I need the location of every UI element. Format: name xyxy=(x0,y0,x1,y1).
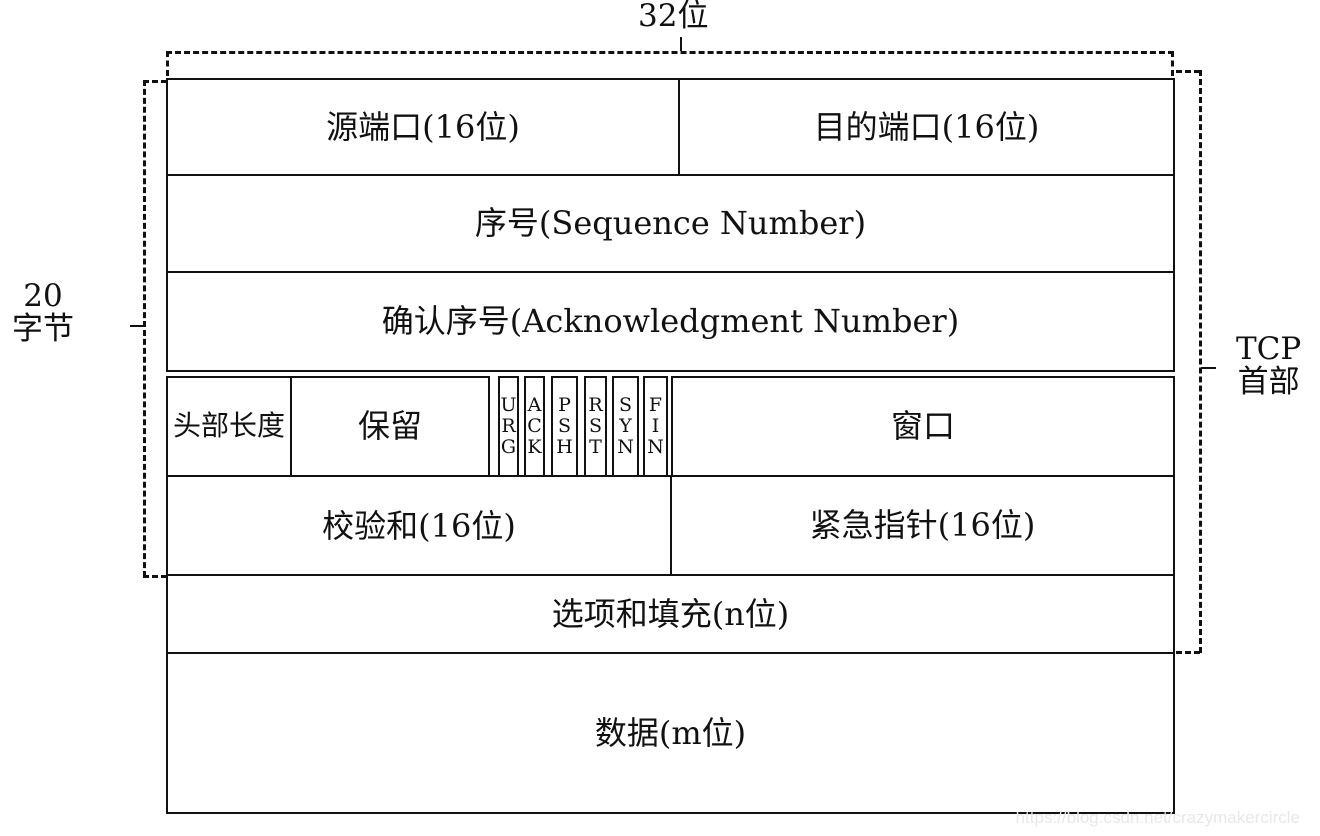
flag-ack-char-3: K xyxy=(527,436,542,459)
bits-label: 32位 xyxy=(638,0,709,34)
flag-rst-char-3: T xyxy=(589,436,602,459)
flag-ack-char-1: A xyxy=(527,393,542,416)
flag-urg-char-2: R xyxy=(501,414,516,437)
flag-fin-char-1: F xyxy=(648,393,663,416)
flag-urg: U R G xyxy=(498,376,519,477)
watermark: https://blog.csdn.net/crazymakercircle xyxy=(1015,808,1300,827)
tcp-bracket-bottom-end xyxy=(1176,651,1200,654)
flag-urg-char-1: U xyxy=(500,393,517,416)
header-length-field: 头部长度 xyxy=(166,376,292,477)
bytes-label: 20 字节 xyxy=(12,278,74,348)
sequence-number-field: 序号(Sequence Number) xyxy=(166,174,1175,273)
bits-bracket-left-end xyxy=(166,51,169,76)
bytes-bracket-top-end xyxy=(143,80,167,83)
flag-rst-char-2: S xyxy=(588,414,603,437)
tcp-header-label-line1: TCP xyxy=(1236,331,1302,367)
flag-ack-char-2: C xyxy=(527,414,542,437)
source-port-field: 源端口(16位) xyxy=(166,78,680,176)
flag-syn-char-3: N xyxy=(617,436,634,459)
flag-syn: S Y N xyxy=(612,376,639,477)
flag-syn-char-2: Y xyxy=(619,414,632,437)
flag-psh-char-2: S xyxy=(557,414,572,437)
bytes-bracket-tick xyxy=(130,325,143,327)
bytes-label-line2: 字节 xyxy=(12,311,74,348)
bits-bracket-right-end xyxy=(1171,51,1174,76)
flag-fin-char-3: N xyxy=(647,436,664,459)
bytes-bracket-line xyxy=(143,80,146,577)
reserved-field: 保留 xyxy=(290,376,490,477)
flag-fin-char-2: I xyxy=(651,414,660,437)
flag-psh-char-3: H xyxy=(556,436,573,459)
data-field: 数据(m位) xyxy=(166,652,1175,814)
flag-rst: R S T xyxy=(584,376,607,477)
tcp-bracket-top-end xyxy=(1176,70,1200,73)
flag-rst-char-1: R xyxy=(588,393,603,416)
dest-port-field: 目的端口(16位) xyxy=(678,78,1175,176)
bits-bracket-tick xyxy=(680,37,682,51)
bytes-label-line1: 20 xyxy=(23,278,63,314)
flag-fin: F I N xyxy=(643,376,668,477)
options-field: 选项和填充(n位) xyxy=(166,574,1175,654)
flag-urg-char-3: G xyxy=(500,436,517,459)
bytes-bracket-bottom-end xyxy=(143,575,167,578)
ack-number-field: 确认序号(Acknowledgment Number) xyxy=(166,271,1175,372)
flag-psh-char-1: P xyxy=(558,393,571,416)
tcp-header-label-line2: 首部 xyxy=(1237,364,1300,401)
window-field: 窗口 xyxy=(671,376,1175,477)
flag-ack: A C K xyxy=(524,376,545,477)
bits-bracket-line xyxy=(166,51,1174,54)
flag-syn-char-1: S xyxy=(618,393,633,416)
flag-psh: P S H xyxy=(551,376,578,477)
checksum-field: 校验和(16位) xyxy=(166,475,672,577)
tcp-bracket-tick xyxy=(1201,367,1216,369)
tcp-header-label: TCP 首部 xyxy=(1236,331,1302,401)
tcp-bracket-line xyxy=(1199,70,1202,653)
urgent-pointer-field: 紧急指针(16位) xyxy=(670,475,1175,576)
